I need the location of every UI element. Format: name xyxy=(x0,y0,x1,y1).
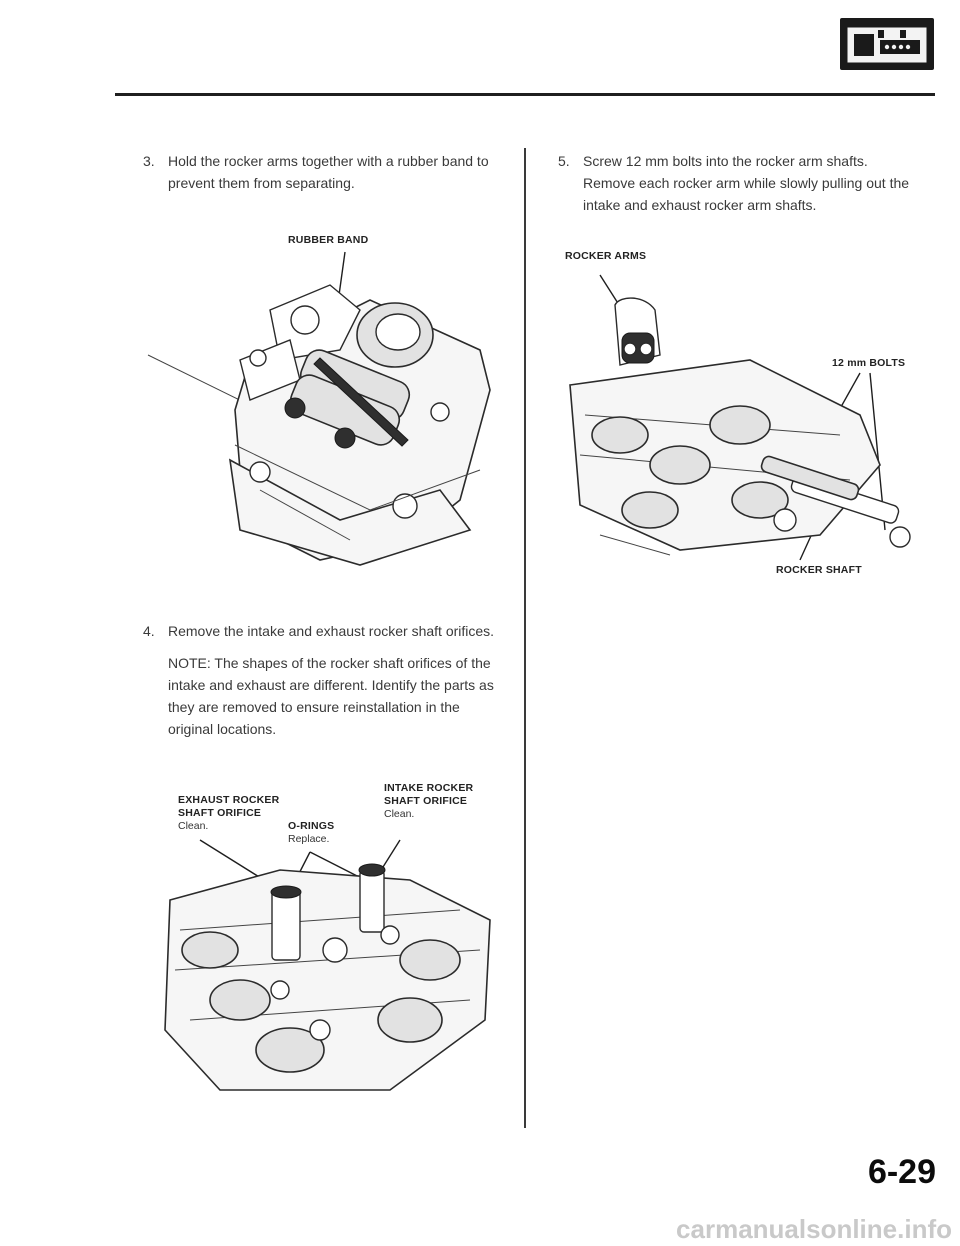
step-5: 5. Screw 12 mm bolts into the rocker arm… xyxy=(558,150,923,216)
page-number: 6-29 xyxy=(867,1153,936,1191)
rocker-shaft-label: ROCKER SHAFT xyxy=(776,564,862,576)
rubber-band-label: RUBBER BAND xyxy=(288,234,369,246)
step-4-number: 4. xyxy=(143,623,155,639)
step-4: 4. Remove the intake and exhaust rocker … xyxy=(143,620,508,642)
o-rings-note: Replace. xyxy=(288,833,330,845)
step-3-text: Hold the rocker arms together with a rub… xyxy=(168,153,489,191)
column-divider xyxy=(524,148,526,1128)
rocker-shaft-illustration xyxy=(569,274,911,561)
rocker-arms-label: ROCKER ARMS xyxy=(565,250,647,262)
step-4-text: Remove the intake and exhaust rocker sha… xyxy=(168,623,495,639)
o-rings-label: O-RINGS xyxy=(288,820,335,832)
step-4-note: NOTE: The shapes of the rocker shaft ori… xyxy=(168,655,494,737)
rubber-band-illustration xyxy=(147,251,491,566)
exhaust-orifice-callout: EXHAUST ROCKER SHAFT ORIFICE Clean. xyxy=(178,794,279,833)
step-5-number: 5. xyxy=(558,153,570,169)
o-rings-callout: O-RINGS Replace. xyxy=(288,820,334,846)
header-rule xyxy=(115,93,935,96)
exhaust-orifice-label-2: SHAFT ORIFICE xyxy=(178,807,262,819)
orifice-illustration xyxy=(164,839,491,1091)
exhaust-orifice-note: Clean. xyxy=(178,820,209,832)
exhaust-orifice-label-1: EXHAUST ROCKER xyxy=(178,794,280,806)
intake-orifice-note: Clean. xyxy=(384,808,415,820)
engine-icon xyxy=(840,18,934,70)
intake-orifice-label-1: INTAKE ROCKER xyxy=(384,782,474,794)
step-3: 3. Hold the rocker arms together with a … xyxy=(143,150,508,194)
watermark: carmanualsonline.info xyxy=(676,1214,952,1244)
step-5-text: Screw 12 mm bolts into the rocker arm sh… xyxy=(583,153,910,213)
bolts-label: 12 mm BOLTS xyxy=(832,357,906,369)
intake-orifice-label-2: SHAFT ORIFICE xyxy=(384,795,468,807)
intake-orifice-callout: INTAKE ROCKER SHAFT ORIFICE Clean. xyxy=(384,782,473,821)
step-3-number: 3. xyxy=(143,153,155,169)
